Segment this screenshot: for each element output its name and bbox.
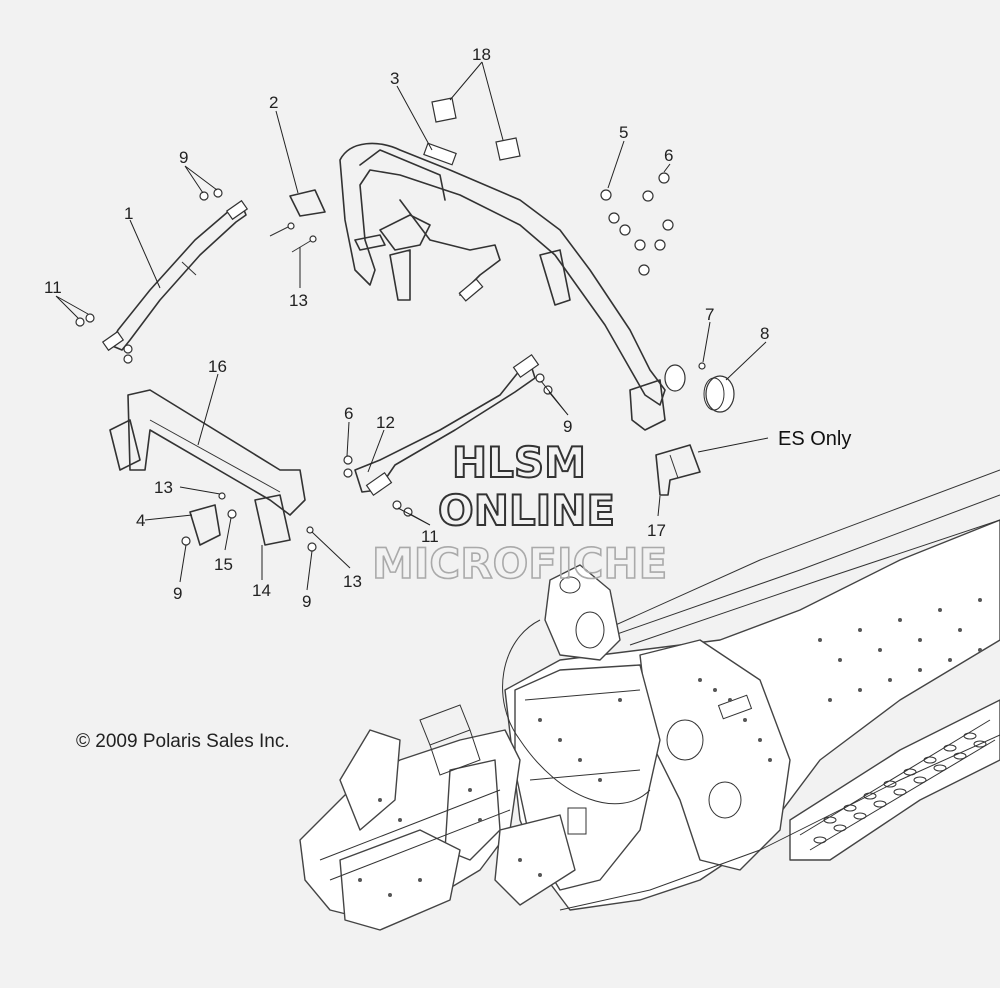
callout-7: 7	[705, 305, 714, 324]
part-18-pads	[431, 97, 521, 161]
part-7-8-cap	[698, 362, 735, 413]
leader-lines	[55, 61, 769, 591]
part-16-crossbar	[109, 389, 317, 552]
callout-13-upper: 13	[289, 291, 308, 310]
es-only-note: ES Only	[778, 428, 851, 450]
callout-15: 15	[214, 555, 233, 574]
callout-5: 5	[619, 123, 628, 142]
part-5-6-fasteners	[600, 172, 674, 276]
watermark-line2: ONLINE	[438, 486, 615, 535]
watermark-line1: HLSM	[452, 438, 586, 487]
part-2-bracket	[269, 189, 326, 253]
rivet-holes	[358, 598, 982, 897]
callout-1: 1	[124, 204, 133, 223]
callout-17: 17	[647, 521, 666, 540]
copyright-notice: © 2009 Polaris Sales Inc.	[76, 731, 290, 752]
part-3-frame	[339, 142, 686, 431]
running-board-slots	[813, 732, 987, 844]
part-1-tube	[101, 199, 249, 352]
callout-4: 4	[136, 511, 145, 530]
watermark-line3: MICROFICHE	[372, 539, 667, 588]
callout-13-right: 13	[343, 572, 362, 591]
callout-11-upper: 11	[44, 278, 62, 297]
callout-11-lower: 11	[421, 527, 439, 546]
callout-3: 3	[390, 69, 399, 88]
part-1-hardware	[75, 188, 223, 364]
watermark: HLSM ONLINE MICROFICHE	[371, 437, 668, 589]
callout-6-lower: 6	[344, 404, 353, 423]
callout-18: 18	[472, 45, 491, 64]
callout-13-left: 13	[154, 478, 173, 497]
callout-16: 16	[208, 357, 227, 376]
callout-2: 2	[269, 93, 278, 112]
callout-labels: 18 3 2 5 6 9 1 13 11 7 8 16 6 12 9 13 4 …	[44, 45, 769, 611]
callout-9-bottom: 9	[302, 592, 311, 611]
callout-6-upper: 6	[664, 146, 673, 165]
callout-8: 8	[760, 324, 769, 343]
part-12-link	[343, 353, 553, 517]
chassis-frame	[299, 469, 1000, 931]
part-17-bracket	[655, 444, 701, 496]
callout-14: 14	[252, 581, 271, 600]
callout-9-left: 9	[173, 584, 182, 603]
callout-12: 12	[376, 413, 395, 432]
callout-9-upper: 9	[179, 148, 188, 167]
callout-9-right: 9	[563, 417, 572, 436]
